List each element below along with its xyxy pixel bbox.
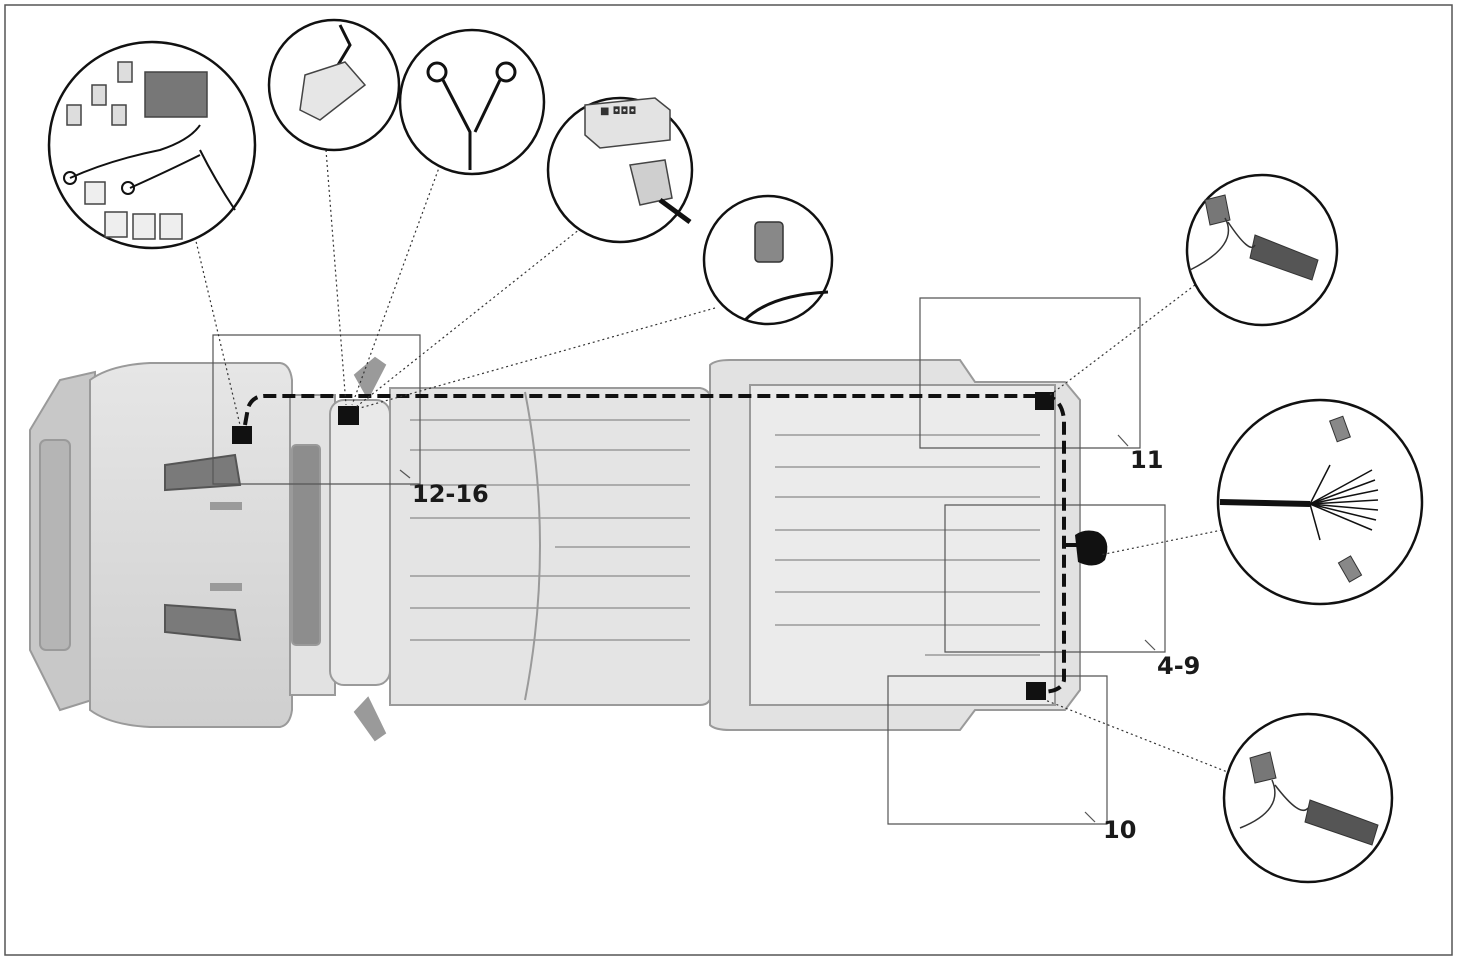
vehicle-top-view bbox=[29, 356, 1081, 742]
mirror-right bbox=[353, 696, 387, 742]
hood-badge-upper bbox=[210, 502, 242, 510]
hood-vent-upper bbox=[164, 453, 242, 492]
bed-floor bbox=[749, 384, 1056, 706]
detail-ring-terminals bbox=[398, 28, 546, 176]
mirror-left bbox=[353, 356, 387, 401]
callout-label-12-16: 12-16 bbox=[412, 480, 489, 508]
frame-front bbox=[212, 334, 421, 485]
wiring-harness bbox=[243, 394, 1085, 694]
cowl-connector bbox=[338, 406, 359, 425]
bumper-bar bbox=[39, 439, 71, 651]
hood-badge-lower bbox=[210, 583, 242, 591]
detail-rear-right-plug bbox=[1185, 173, 1339, 327]
bed-slats bbox=[775, 434, 1040, 656]
detail-2pin-connector bbox=[267, 18, 401, 152]
roof-slats bbox=[410, 419, 690, 641]
hood-vent-lower bbox=[164, 603, 242, 642]
hood bbox=[89, 362, 293, 728]
detail-control-module: ■ ◘◘◘ bbox=[546, 96, 694, 244]
frame-rear-center bbox=[944, 504, 1166, 653]
detail-fuse-relay-kit bbox=[47, 40, 257, 250]
detail-trailer-harness bbox=[1216, 398, 1424, 606]
cab-seam bbox=[524, 391, 541, 701]
detail-leaders bbox=[194, 149, 1236, 776]
cowl-grille bbox=[291, 444, 321, 646]
rear-right-connector bbox=[1035, 392, 1054, 410]
module-label: ■ ◘◘◘ bbox=[600, 106, 636, 117]
fuse-box-connector bbox=[232, 426, 252, 444]
frame-rear-left bbox=[887, 675, 1108, 825]
diagram-border bbox=[4, 4, 1453, 956]
detail-splice-connector bbox=[702, 194, 834, 326]
callout-label-11: 11 bbox=[1130, 446, 1163, 474]
windshield bbox=[329, 399, 391, 686]
callout-label-4-9: 4-9 bbox=[1157, 652, 1200, 680]
detail-rear-left-plug bbox=[1222, 712, 1394, 884]
rear-left-connector bbox=[1026, 682, 1046, 700]
callout-label-10: 10 bbox=[1103, 816, 1136, 844]
trailer-socket bbox=[1075, 530, 1108, 566]
